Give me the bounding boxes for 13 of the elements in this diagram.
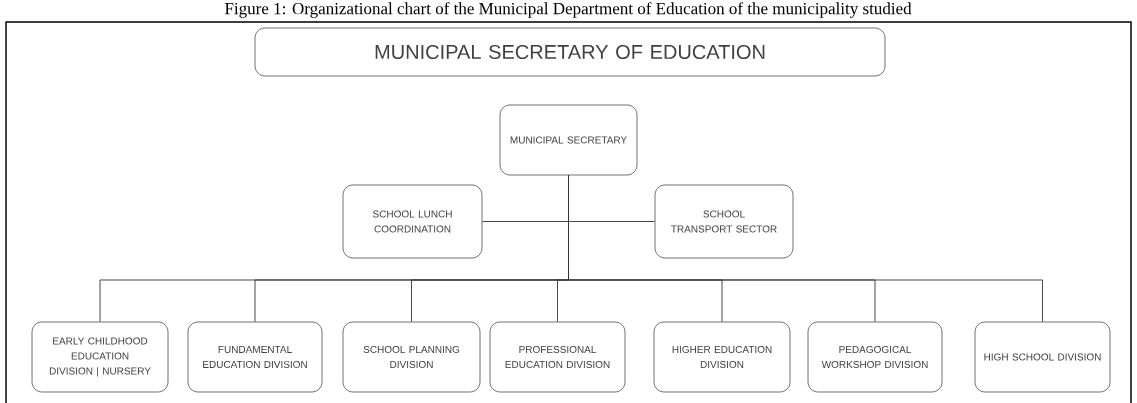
org-box: MUNICIPAL SECRETARY (499, 104, 638, 176)
org-box: SCHOOL LUNCH COORDINATION (342, 184, 483, 259)
connector (568, 174, 1043, 323)
org-box: SCHOOL TRANSPORT SECTOR (654, 184, 794, 259)
caption: Figure 1: Organizational chart of the Municipal Department of Education of the municipality studied (224, 2, 912, 18)
org-box: EARLY CHILDHOOD EDUCATION DIVISION | NURSERY (31, 321, 169, 393)
org-box: PROFESSIONAL EDUCATION DIVISION (489, 321, 626, 393)
title-box: MUNICIPAL SECRETARY OF EDUCATION (254, 27, 886, 77)
org-box: SCHOOL PLANNING DIVISION (342, 321, 481, 393)
org-box: HIGHER EDUCATION DIVISION (653, 321, 791, 393)
org-box: FUNDAMENTAL EDUCATION DIVISION (187, 321, 323, 393)
org-box: HIGH SCHOOL DIVISION (974, 321, 1111, 393)
org-box: PEDAGOGICAL WORKSHOP DIVISION (807, 321, 943, 393)
